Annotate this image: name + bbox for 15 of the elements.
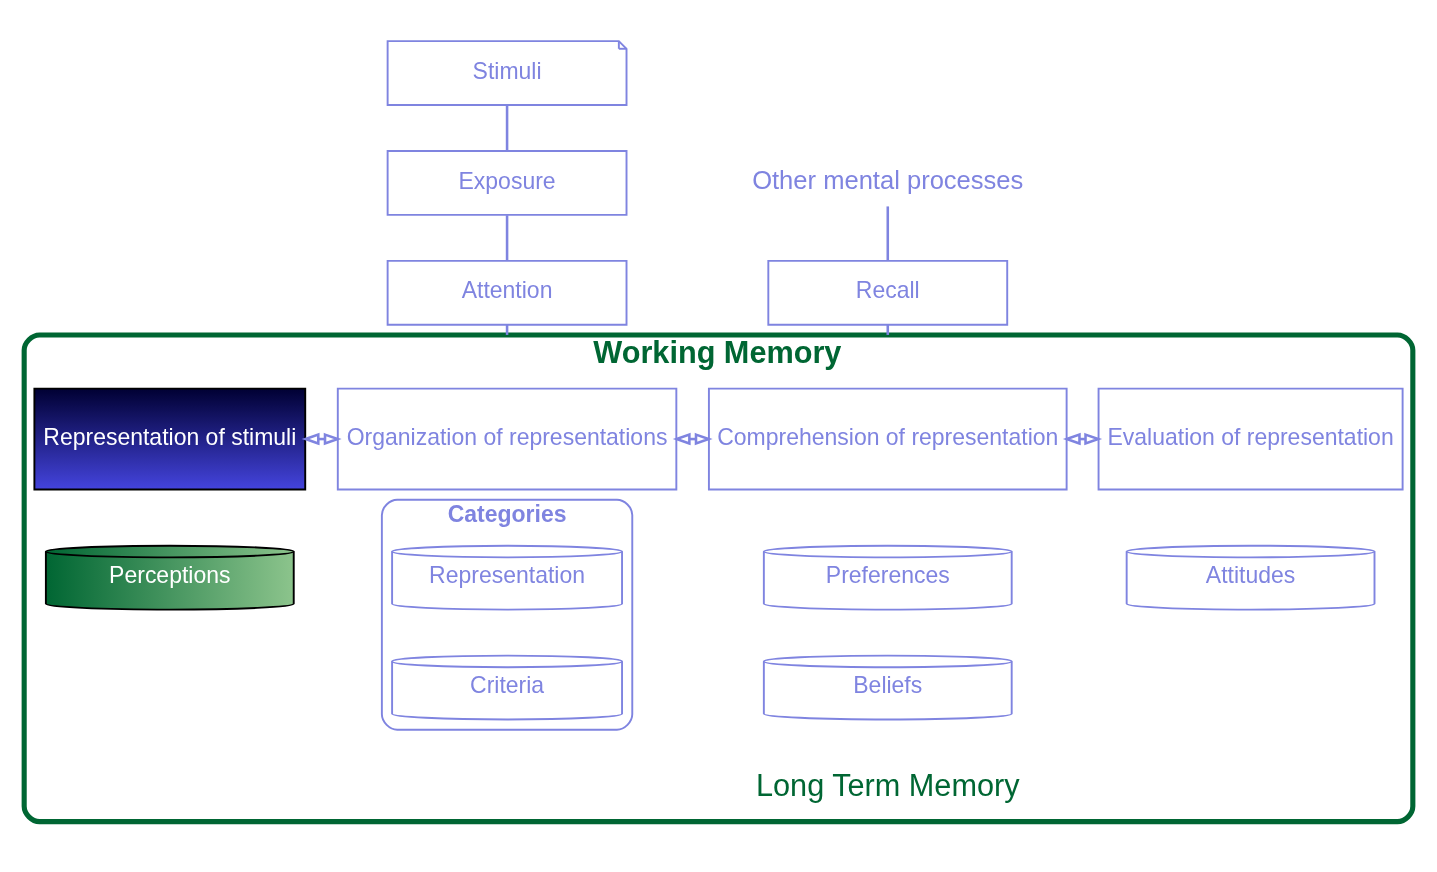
node-box: Comprehension of representation — [707, 387, 1068, 490]
node-box: Attention — [386, 259, 628, 326]
arrow — [672, 432, 713, 445]
node-box: Recall — [767, 259, 1009, 326]
arrow — [301, 432, 342, 445]
connector — [505, 214, 509, 261]
connector — [886, 324, 890, 335]
node-text: Other mental processes — [752, 165, 1024, 194]
node-box: Organization of representations — [336, 387, 678, 490]
node-box: Evaluation of representation — [1097, 387, 1404, 490]
connector — [505, 104, 509, 151]
arrow — [1062, 432, 1103, 445]
node-box: Exposure — [386, 149, 628, 216]
node-box: Representation of stimuli — [33, 387, 307, 490]
connector — [886, 205, 890, 261]
